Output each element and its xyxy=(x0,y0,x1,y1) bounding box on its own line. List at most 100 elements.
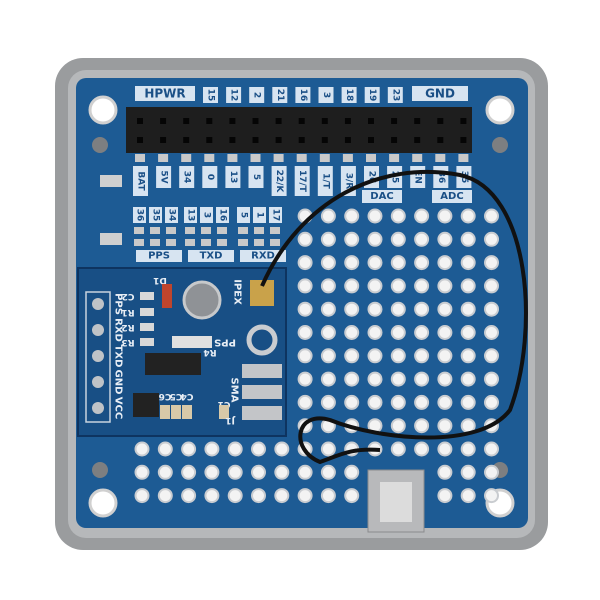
perf-hole xyxy=(390,348,406,364)
socket xyxy=(460,118,467,124)
svg-text:34: 34 xyxy=(167,209,177,222)
solder-jumper xyxy=(166,239,176,246)
ipex-label: IPEX xyxy=(232,279,243,305)
perf-hole xyxy=(274,441,290,457)
svg-text:BAT: BAT xyxy=(136,171,146,191)
perf-hole xyxy=(460,441,476,457)
svg-text:35: 35 xyxy=(151,209,161,222)
smd-capacitor xyxy=(219,405,229,419)
perf-hole xyxy=(297,278,313,294)
perf-hole xyxy=(390,418,406,434)
perf-hole xyxy=(484,301,499,317)
perf-hole xyxy=(414,255,430,271)
component-label: C5 xyxy=(170,391,183,401)
top-pin-label: 3 xyxy=(318,87,334,103)
perf-hole xyxy=(320,348,336,364)
socket xyxy=(391,137,398,143)
sma-label: SMA xyxy=(229,378,240,403)
perf-hole xyxy=(460,208,476,224)
svg-text:RXD: RXD xyxy=(251,251,275,262)
socket xyxy=(391,118,398,124)
mounting-holes xyxy=(88,95,515,518)
perf-hole xyxy=(414,441,430,457)
bottom-pin-label: 13 xyxy=(225,166,241,188)
perf-hole xyxy=(414,301,430,317)
perf-hole xyxy=(390,208,406,224)
perf-hole xyxy=(181,441,197,457)
perf-hole xyxy=(344,231,360,247)
bottom-pin-label: 36 xyxy=(433,166,449,188)
socket xyxy=(137,118,143,124)
perf-hole xyxy=(437,348,453,364)
perf-hole xyxy=(484,394,499,410)
module-pin-label: RXD xyxy=(113,318,124,342)
pin-header xyxy=(126,107,472,153)
perf-hole xyxy=(320,255,336,271)
smd-resistor xyxy=(140,308,154,316)
perf-hole xyxy=(320,208,336,224)
perf-hole xyxy=(297,464,313,480)
perf-hole xyxy=(227,464,243,480)
perf-hole xyxy=(460,231,476,247)
perf-hole xyxy=(344,348,360,364)
perf-hole xyxy=(390,255,406,271)
svg-text:36: 36 xyxy=(436,171,446,184)
perf-hole xyxy=(320,394,336,410)
socket xyxy=(252,118,259,124)
perf-hole xyxy=(414,278,430,294)
bottom-pin-label: 1/T xyxy=(317,166,333,196)
sma-pad xyxy=(242,385,282,399)
smd-pad xyxy=(100,233,122,245)
perf-hole xyxy=(251,464,266,480)
socket xyxy=(437,118,444,124)
solder-jumper xyxy=(254,227,264,234)
perf-hole xyxy=(367,301,383,317)
socket xyxy=(437,137,444,143)
svg-text:3: 3 xyxy=(202,212,212,218)
perf-hole xyxy=(460,325,476,340)
perf-hole xyxy=(414,325,430,340)
solder-pad xyxy=(135,154,145,162)
solder-jumper xyxy=(270,227,280,234)
module-pin-label: VCC xyxy=(113,397,124,419)
mounting-hole xyxy=(485,95,515,125)
bottom-pin-label: 22/K xyxy=(271,166,287,196)
module-pin xyxy=(92,376,104,388)
select-group-label: PPS xyxy=(136,250,182,262)
svg-text:16: 16 xyxy=(218,209,228,222)
perf-hole xyxy=(484,464,499,480)
perf-hole xyxy=(414,208,430,224)
select-pin-label: 34 xyxy=(165,207,178,223)
smd-pad xyxy=(100,175,122,187)
label-hpwr: HPWR xyxy=(135,86,195,101)
bottom-pin-label: 17/T xyxy=(294,166,310,196)
svg-text:23: 23 xyxy=(390,89,400,102)
bottom-pin-label: 25 xyxy=(387,166,403,188)
module-pin xyxy=(92,324,104,336)
top-pin-label: 21 xyxy=(272,87,288,103)
svg-text:5V: 5V xyxy=(159,170,169,183)
perf-hole xyxy=(157,441,173,457)
perf-hole xyxy=(437,278,453,294)
select-pin-label: 16 xyxy=(216,207,229,223)
svg-text:36: 36 xyxy=(135,209,145,222)
perf-hole xyxy=(390,394,406,410)
solder-pad xyxy=(389,154,400,162)
perf-hole xyxy=(204,488,220,504)
perf-hole xyxy=(320,325,336,340)
perf-hole xyxy=(437,325,453,340)
svg-text:3/R: 3/R xyxy=(343,173,353,190)
perf-hole xyxy=(134,441,150,457)
solder-pad xyxy=(273,154,284,162)
perf-hole xyxy=(320,464,336,480)
perf-hole xyxy=(134,464,150,480)
select-pin-label: 3 xyxy=(200,207,213,223)
component-label: R1 xyxy=(121,307,134,317)
component-label: R4 xyxy=(203,347,216,357)
perf-hole xyxy=(460,488,476,504)
component-label: R3 xyxy=(121,337,134,347)
svg-text:19: 19 xyxy=(367,89,377,102)
socket xyxy=(229,137,236,143)
solder-pad xyxy=(181,154,192,162)
mounting-hole xyxy=(88,488,118,518)
